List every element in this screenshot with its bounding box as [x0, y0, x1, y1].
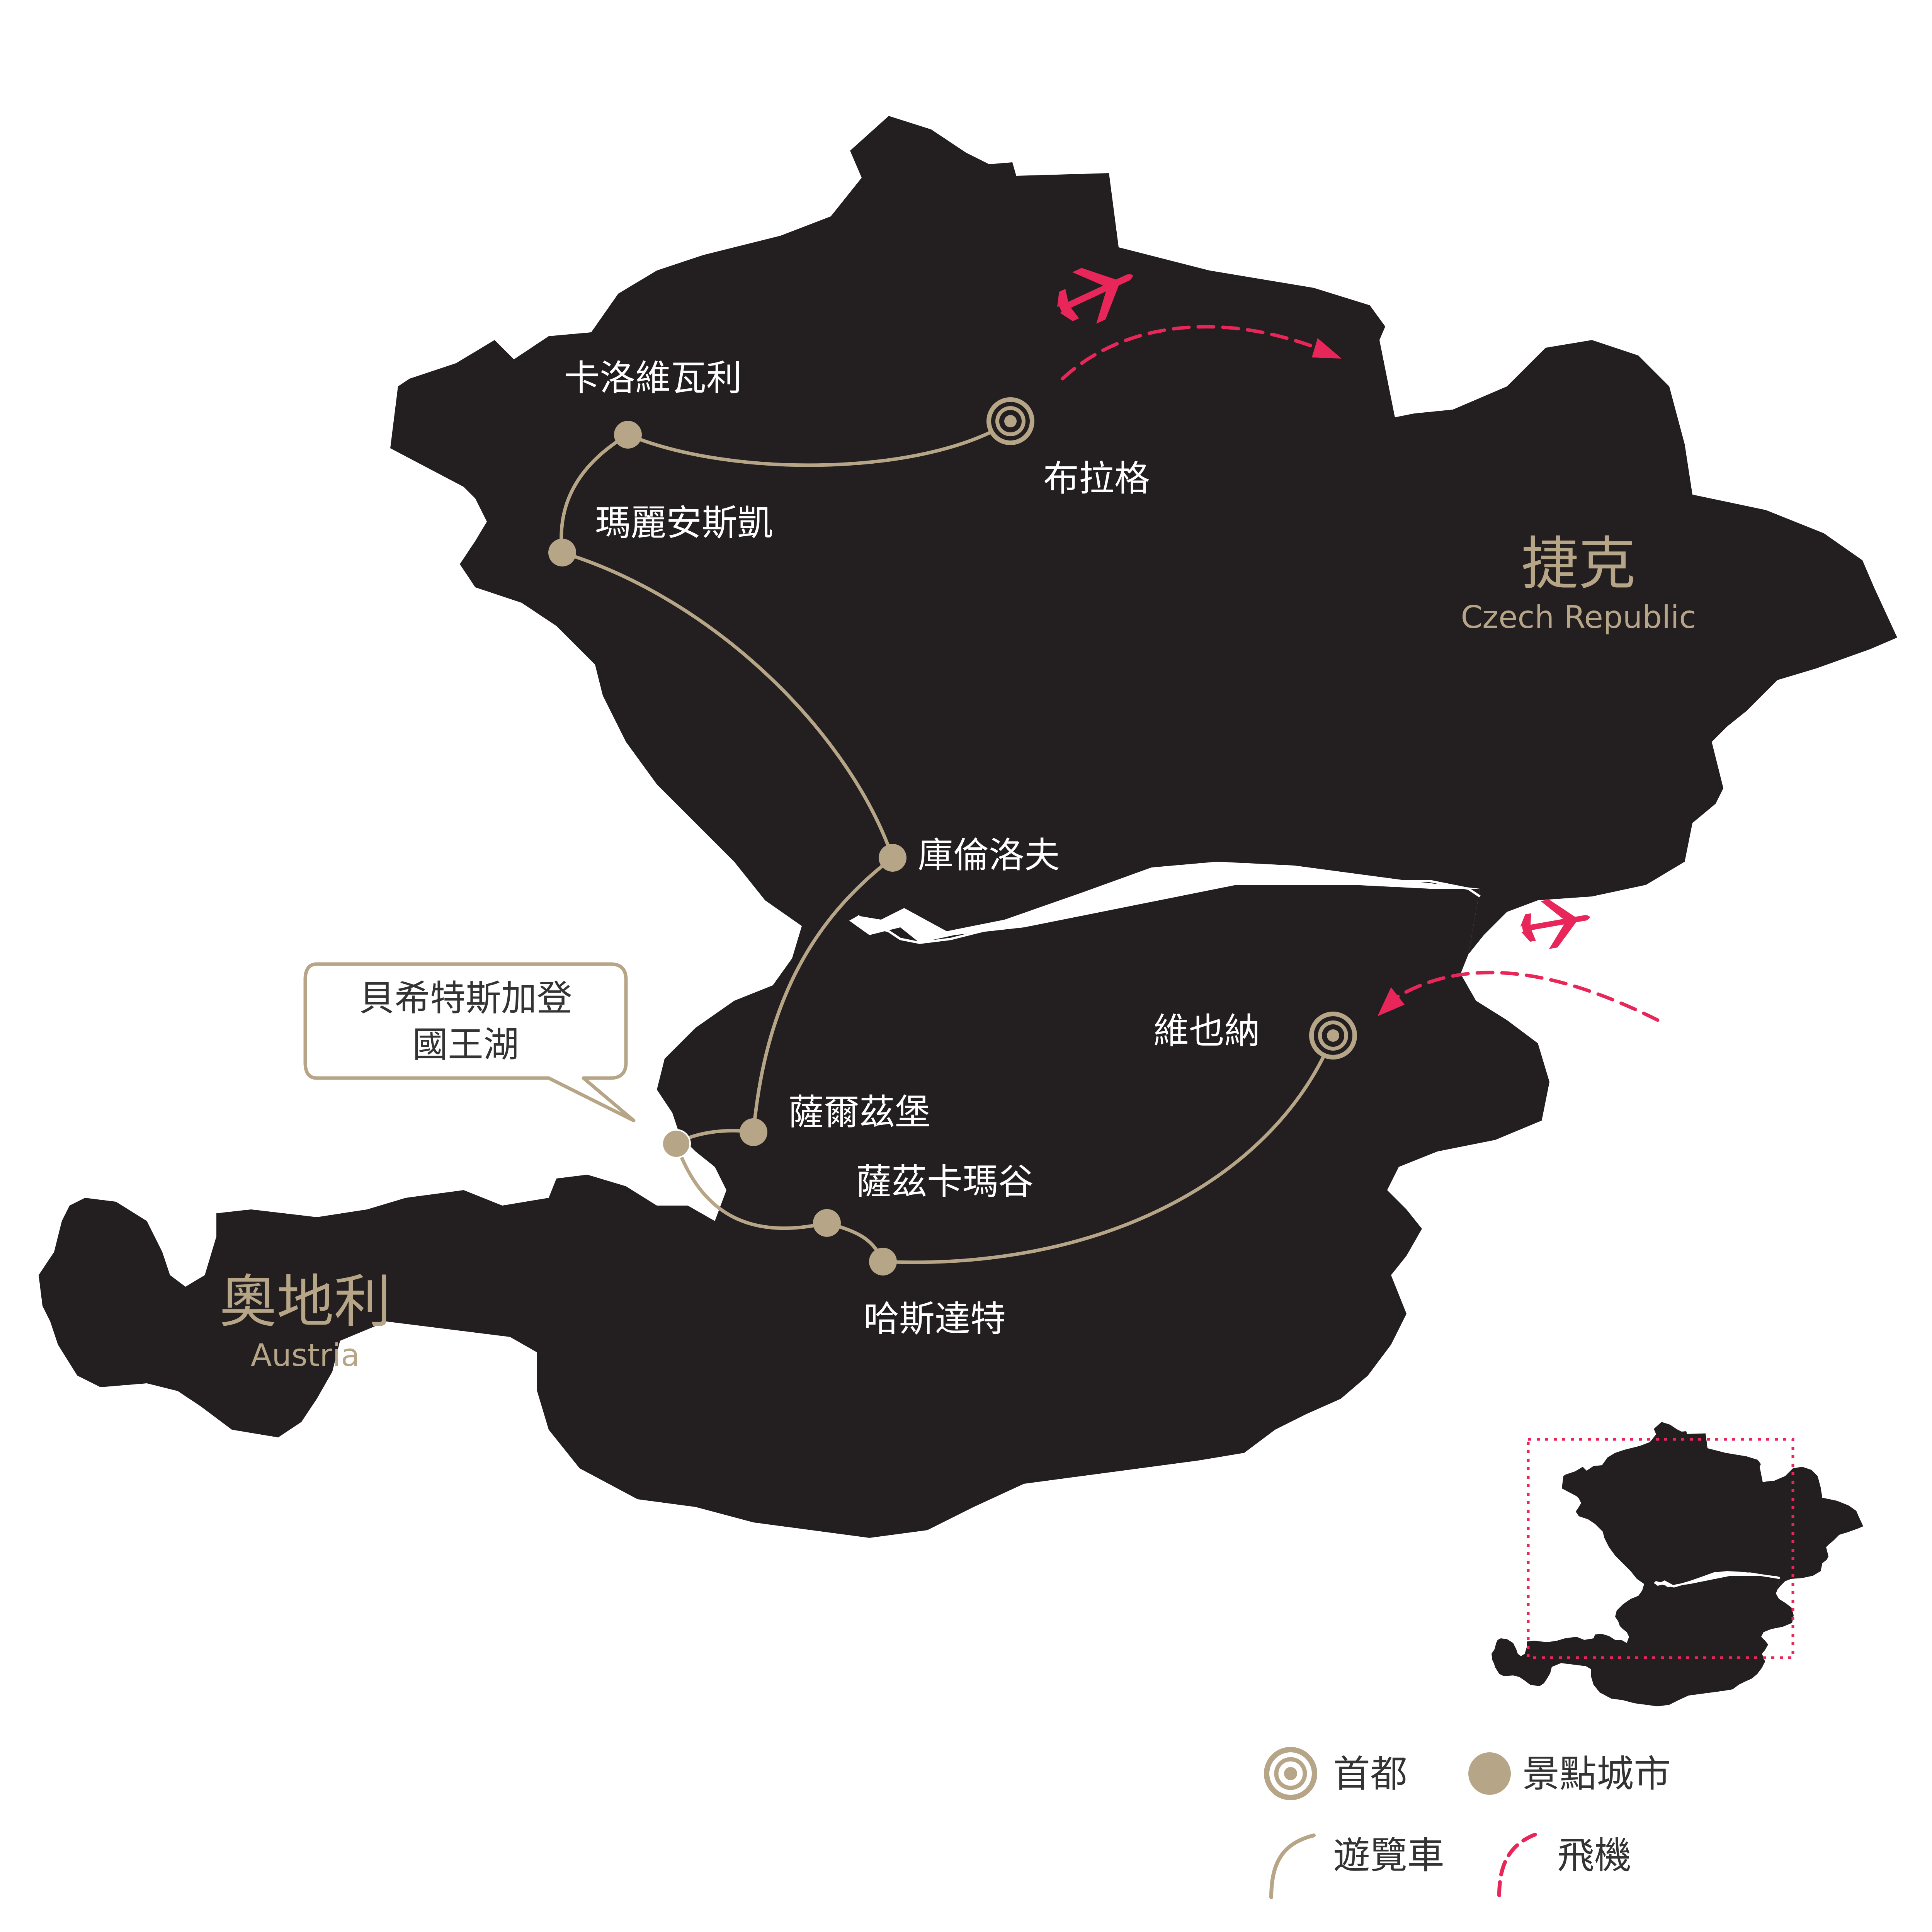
coach-line-icon: [1269, 1833, 1316, 1899]
city-label-cesky-krumlov: 庫倫洛夫: [918, 835, 1060, 876]
city-marker-salzkammergut: [813, 1209, 841, 1237]
city-label-salzburg: 薩爾茲堡: [788, 1092, 930, 1133]
flight-route: [1061, 325, 1660, 1022]
czech-territory: [390, 116, 1897, 954]
country-label-austria: 奧地利: [219, 1269, 391, 1335]
callout-line-1: 貝希特斯加登: [359, 978, 572, 1019]
arrowhead-icon: [1378, 987, 1405, 1016]
city-marker-cesky-krumlov: [879, 844, 906, 872]
city-label-salzkammergut: 薩茲卡瑪谷: [856, 1161, 1034, 1202]
callout-berchtesgaden: 貝希特斯加登 國王湖: [303, 962, 636, 1122]
austria-territory: [39, 885, 1549, 1538]
inset-map: [1492, 1422, 1863, 1706]
country-label-austria-en: Austria: [251, 1337, 360, 1373]
legend-label-scenic-city: 景點城市: [1522, 1752, 1671, 1796]
city-label-karlovy-vary: 卡洛維瓦利: [564, 357, 742, 399]
filled-circle-icon: [1468, 1752, 1511, 1795]
city-marker-karlovy-vary: [614, 421, 642, 449]
capital-marker-vienna: [1309, 1012, 1357, 1060]
city-label-hallstatt: 哈斯達特: [864, 1298, 1006, 1340]
capital-marker-prague: [986, 397, 1034, 445]
legend-label-flight: 飛機: [1557, 1834, 1631, 1877]
legend-label-capital: 首都: [1333, 1752, 1407, 1796]
city-label-vienna: 維也納: [1153, 1010, 1260, 1052]
legend: 首都 景點城市 遊覽車 飛機: [1264, 1747, 1671, 1899]
city-marker-marianske-lazne: [548, 539, 576, 566]
city-label-marianske-lazne: 瑪麗安斯凱: [595, 502, 773, 544]
flight-line-icon: [1497, 1832, 1540, 1897]
city-marker-berchtesgaden: [662, 1129, 691, 1158]
country-label-czech-en: Czech Republic: [1461, 599, 1696, 635]
city-label-prague: 布拉格: [1043, 458, 1150, 499]
concentric-circle-icon: [1264, 1747, 1317, 1800]
czech-austria-border: [857, 864, 1481, 944]
flight-route-prague: [1061, 325, 1323, 381]
city-marker-salzburg: [740, 1118, 767, 1146]
legend-label-coach: 遊覽車: [1333, 1834, 1444, 1877]
city-markers: [548, 421, 906, 1276]
city-marker-hallstatt: [869, 1248, 897, 1276]
coach-route: [560, 419, 1335, 1264]
callout-line-2: 國王湖: [412, 1024, 519, 1065]
country-label-czech: 捷克: [1521, 531, 1636, 597]
flight-route-vienna: [1389, 971, 1660, 1022]
arrowhead-icon: [1312, 338, 1342, 359]
